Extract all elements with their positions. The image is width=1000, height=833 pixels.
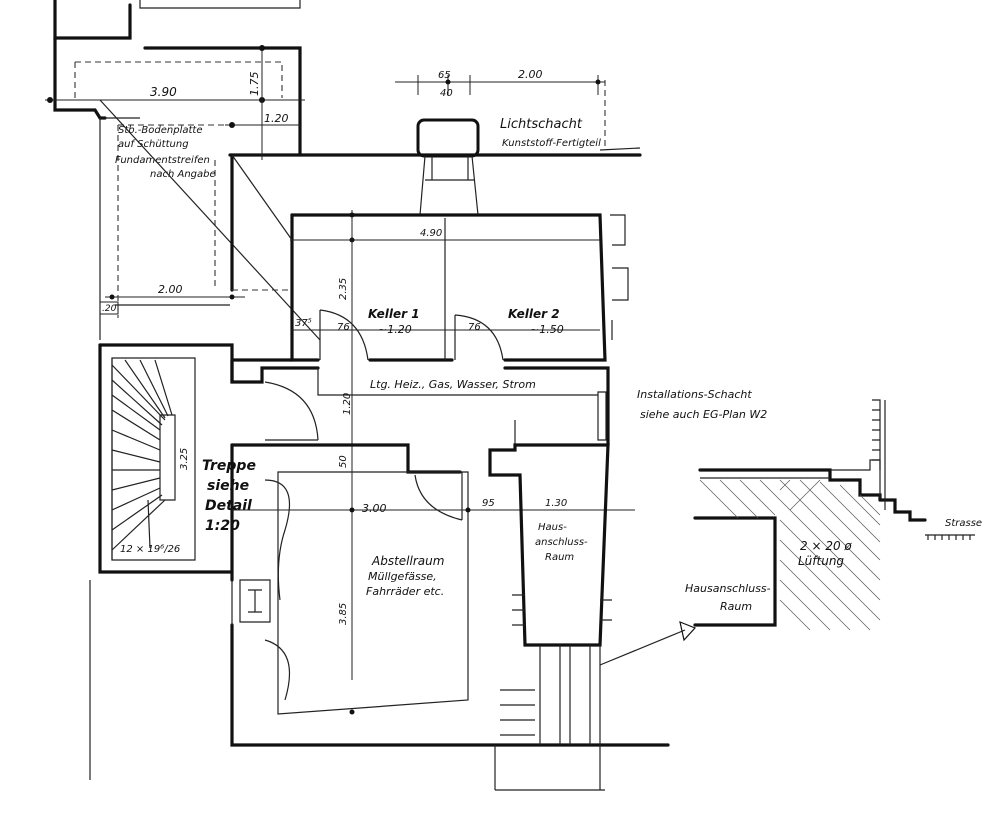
dim-node [229, 294, 235, 300]
dim-node [445, 79, 451, 85]
dimension-left-200: 2.00 .20 [99, 283, 245, 315]
slab-label-4: nach Angabe [150, 169, 216, 180]
dim-490: 4.90 [420, 228, 442, 239]
utility-room: Haus- anschluss- Raum [488, 443, 697, 791]
dim-node [595, 79, 601, 85]
dim-node [349, 709, 355, 715]
cellar-dimensions: 4.90 2.35 37⁵ 76 76 Keller 1 ~1.20 Kelle… [290, 210, 600, 680]
hausanschluss-label-1: Haus- [538, 522, 567, 533]
lichtschacht-box [416, 118, 480, 158]
dim-40: 40 [440, 88, 453, 99]
dim-300: 3.00 [362, 502, 387, 515]
site-boundary [89, 147, 641, 780]
dim-node [47, 97, 53, 103]
slab-annotation: Stb.-Bodenplatte auf Schüttung Fundament… [99, 99, 321, 341]
treppe-label-3: Detail [205, 498, 252, 514]
cellar-doors [319, 309, 504, 361]
kunststoff-label: Kunststoff-Fertigteil [502, 138, 601, 149]
dim-390: 3.90 [150, 85, 177, 99]
dim-node [229, 122, 235, 128]
dim-375: 37⁵ [295, 318, 312, 329]
post [99, 301, 119, 315]
treppe-label-4: 1:20 [205, 518, 240, 534]
abstell-label-2: Müllgefässe, [368, 570, 437, 583]
hausanschluss-label-3: Raum [545, 552, 574, 563]
dim-node [349, 212, 355, 218]
hausanschluss-label-2: anschluss- [535, 537, 588, 548]
dim-20: .20 [102, 304, 117, 314]
dim-200-left: 2.00 [158, 283, 183, 296]
keller2-label: Keller 2 [508, 307, 560, 321]
storage-room: 50 3.85 3.00 95 1.30 Abstellraum Müllgef… [230, 443, 670, 747]
slab-label-3: Fundamentstreifen [115, 155, 210, 166]
detail-room-label-1: Hausanschluss- [685, 582, 771, 595]
dim-235: 2.35 [338, 278, 349, 300]
pointer-arrow-icon [679, 621, 697, 642]
slab-label-2: auf Schüttung [118, 139, 189, 150]
dim-50: 50 [338, 455, 349, 468]
dim-175: 1.75 [248, 72, 261, 97]
abstell-label-1: Abstellraum [371, 554, 444, 568]
section-detail: 2 × 20 ø Lüftung Hausanschluss- Raum Str… [685, 399, 982, 631]
dim-76b: 76 [468, 322, 481, 333]
luftung-label-1: 2 × 20 ø [800, 539, 852, 553]
dimension-top-left: 3.90 1.75 1.20 [45, 45, 305, 160]
dim-node [259, 45, 265, 51]
cellar-block [230, 153, 629, 362]
dim-node [349, 507, 355, 513]
detail-room-label-2: Raum [720, 600, 752, 613]
steps-label: 12 × 19⁶/26 [120, 544, 180, 555]
keller2-area: ~1.50 [530, 323, 564, 336]
dim-325: 3.25 [179, 448, 190, 470]
dim-node [109, 294, 115, 300]
light-shaft: Lichtschacht Kunststoff-Fertigteil [416, 117, 601, 216]
leitungen-label: Ltg. Heiz., Gas, Wasser, Strom [370, 378, 536, 391]
dim-385: 3.85 [338, 603, 349, 625]
slab-label-1: Stb.-Bodenplatte [118, 125, 202, 136]
lichtschacht-label: Lichtschacht [500, 117, 583, 132]
dim-120-top: 1.20 [264, 112, 289, 125]
treppe-label-2: siehe [207, 478, 249, 494]
corridor: Ltg. Heiz., Gas, Wasser, Strom 1.20 Inst… [230, 358, 767, 447]
dim-95: 95 [482, 498, 495, 509]
dim-76a: 76 [337, 322, 350, 333]
dim-200-top: 2.00 [518, 68, 543, 81]
dim-130: 1.30 [545, 498, 567, 509]
dimension-top-right: 65 40 2.00 [395, 68, 606, 150]
dim-65: 65 [438, 70, 451, 81]
installation-label-2: siehe auch EG-Plan W2 [640, 408, 767, 421]
keller1-label: Keller 1 [368, 307, 420, 321]
strasse-label: Strasse [945, 518, 982, 529]
luftung-label-2: Lüftung [798, 554, 844, 568]
installation-label-1: Installations-Schacht [637, 388, 752, 401]
abstell-label-3: Fahrräder etc. [366, 585, 444, 598]
dim-120-mid: 1.20 [342, 393, 353, 415]
dim-node [465, 507, 471, 513]
treppe-label-1: Treppe [202, 458, 256, 474]
keller1-area: ~1.20 [378, 323, 412, 336]
